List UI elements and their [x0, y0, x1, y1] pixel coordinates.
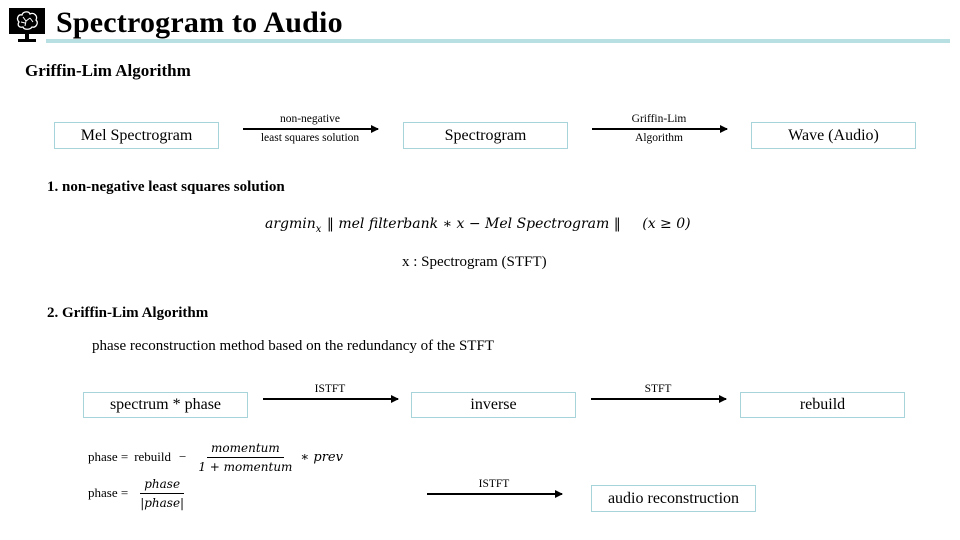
formula-constraint: (x ≥ 0)	[642, 216, 691, 232]
inverse-box: inverse	[411, 392, 576, 418]
eq2-denominator: |phase|	[140, 495, 185, 510]
audio-reconstruction-box: audio reconstruction	[591, 485, 756, 512]
stft-arrow-label: STFT	[644, 383, 672, 395]
formula-body: ‖ mel filterbank ∗ x − Mel Spectrogram ‖	[326, 216, 621, 232]
eq1-minus: −	[179, 449, 187, 464]
phase-fraction: phase |phase|	[136, 477, 188, 510]
eq1-lhs: phase =	[88, 449, 129, 464]
eq1-tail: ∗ prev	[300, 449, 343, 465]
section1-heading: 1. non-negative least squares solution	[47, 179, 285, 195]
formula-argmin: argmin	[265, 216, 316, 232]
section2-heading: 2. Griffin-Lim Algorithm	[47, 305, 209, 321]
spectrogram-box: Spectrogram	[403, 122, 568, 149]
eq1-numerator: momentum	[207, 441, 284, 458]
stft-note: x : Spectrogram (STFT)	[402, 254, 547, 270]
griffin-lim-arrow-label-top: Griffin-Lim	[631, 113, 687, 125]
page-subtitle: Griffin-Lim Algorithm	[25, 61, 191, 80]
griffin-lim-arrow-label-bottom: Algorithm	[635, 132, 683, 144]
spectrum-phase-box: spectrum * phase	[83, 392, 248, 418]
nnls-formula: argminx ‖ mel filterbank ∗ x − Mel Spect…	[265, 216, 691, 235]
istft-arrow-label: ISTFT	[314, 383, 346, 395]
eq2-numerator: phase	[140, 477, 185, 494]
formula-subscript: x	[315, 223, 322, 235]
nnls-arrow-label-top: non-negative	[279, 113, 341, 125]
istft-arrow-2-label: ISTFT	[478, 478, 510, 490]
section2-description: phase reconstruction method based on the…	[92, 338, 494, 354]
istft-arrow	[263, 395, 399, 402]
rebuild-box: rebuild	[740, 392, 905, 418]
stft-arrow	[591, 395, 727, 402]
eq2-lhs: phase =	[88, 485, 129, 500]
nnls-arrow	[243, 125, 379, 132]
mel-spectrogram-box: Mel Spectrogram	[54, 122, 219, 149]
istft-arrow-2	[427, 490, 563, 497]
eq1-rebuild: rebuild	[134, 449, 172, 464]
page-title: Spectrogram to Audio	[56, 6, 343, 39]
nnls-arrow-label-bottom: least squares solution	[260, 132, 360, 144]
brain-monitor-icon	[8, 7, 46, 43]
wave-audio-box: Wave (Audio)	[751, 122, 916, 149]
momentum-fraction: momentum 1 + momentum	[194, 441, 296, 474]
eq1-denominator: 1 + momentum	[198, 459, 293, 474]
griffin-lim-arrow	[592, 125, 728, 132]
phase-normalize-equation: phase = phase |phase|	[88, 476, 188, 510]
title-underline	[46, 39, 950, 43]
phase-momentum-equation: phase = rebuild − momentum 1 + momentum …	[88, 440, 343, 474]
